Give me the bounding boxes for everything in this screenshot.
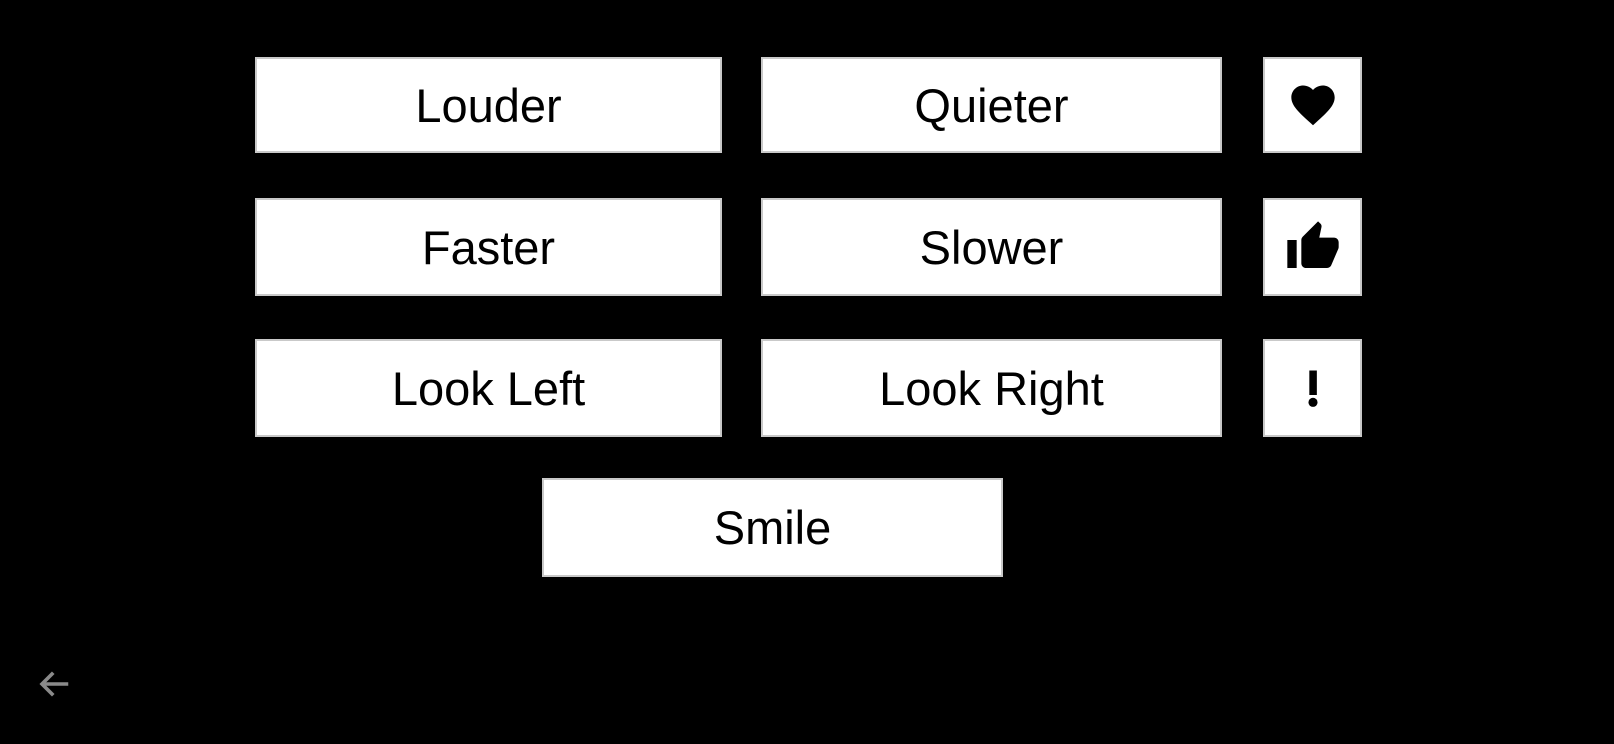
heart-icon [1284, 79, 1342, 131]
thumbs-up-button[interactable] [1263, 198, 1362, 296]
exclamation-icon [1292, 367, 1334, 409]
look-left-button[interactable]: Look Left [255, 339, 722, 437]
look-right-button[interactable]: Look Right [761, 339, 1222, 437]
faster-button[interactable]: Faster [255, 198, 722, 296]
louder-button[interactable]: Louder [255, 57, 722, 153]
quieter-button[interactable]: Quieter [761, 57, 1222, 153]
back-button[interactable] [34, 664, 74, 704]
left-arrow-icon [36, 666, 72, 702]
smile-button[interactable]: Smile [542, 478, 1003, 577]
favorite-button[interactable] [1263, 57, 1362, 153]
slower-button[interactable]: Slower [761, 198, 1222, 296]
alert-button[interactable] [1263, 339, 1362, 437]
thumbs-up-icon [1285, 219, 1341, 275]
